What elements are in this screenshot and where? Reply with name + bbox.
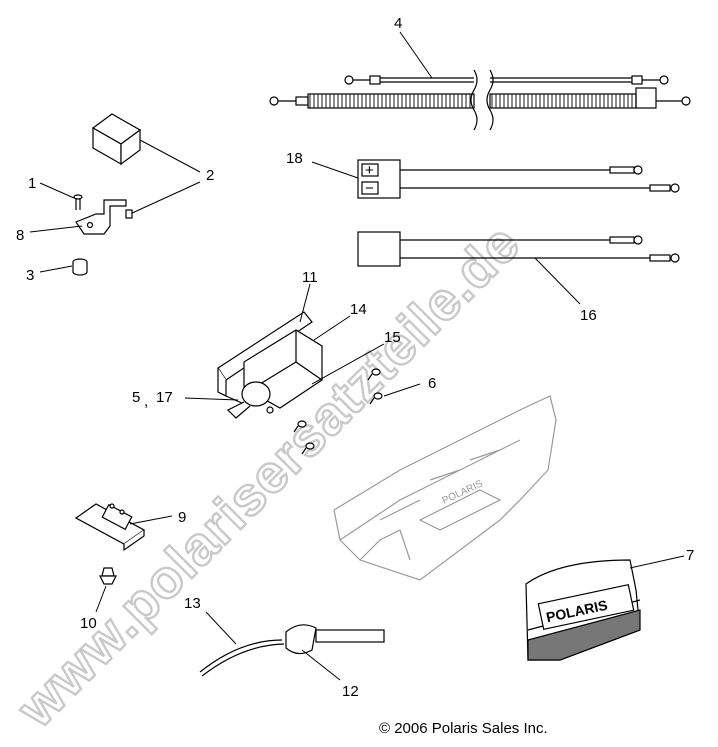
callout-14: 14 — [350, 301, 367, 318]
leader-8 — [29, 225, 83, 233]
leader-7 — [629, 555, 685, 569]
leader-10 — [95, 585, 107, 613]
part-1-screw — [73, 194, 83, 210]
front-bumper: POLARIS — [333, 395, 557, 581]
part-17-bulb — [226, 381, 274, 419]
leader-2a — [139, 139, 201, 173]
callout-numbers: 4 18 16 2 1 8 3 11 14 15 6 5 , 17 9 7 10… — [16, 15, 694, 700]
leader-1 — [39, 182, 75, 199]
callout-7: 7 — [686, 547, 694, 564]
connector-minus-mark: − — [365, 180, 374, 197]
part-15-screws — [293, 368, 383, 455]
callout-10: 10 — [80, 615, 97, 632]
callout-5: 5 — [132, 389, 140, 406]
callout-6: 6 — [428, 375, 436, 392]
callout-2: 2 — [206, 167, 214, 184]
part-2-relay — [91, 113, 142, 166]
leader-9 — [129, 515, 173, 525]
copyright-notice: © 2006 Polaris Sales Inc. — [379, 720, 548, 737]
callout-8: 8 — [16, 227, 24, 244]
part-12-clamp — [285, 624, 385, 655]
part-10-clip — [99, 567, 117, 585]
part-4-battery-cables — [269, 69, 691, 131]
callout-15: 15 — [384, 329, 401, 346]
leader-18 — [311, 161, 359, 179]
leader-2b — [129, 181, 201, 215]
leader-15 — [311, 343, 385, 385]
leader-17 — [184, 397, 239, 401]
part-13-wire — [199, 639, 285, 677]
callout-17: 17 — [156, 389, 173, 406]
leader-14 — [313, 315, 351, 341]
leader-11 — [299, 283, 311, 323]
connector-plus-mark: + — [365, 162, 374, 179]
leader-6 — [383, 383, 421, 397]
callout-11: 11 — [302, 269, 318, 286]
leader-4 — [399, 31, 433, 79]
callout-9: 9 — [178, 509, 186, 526]
callout-16: 16 — [580, 307, 597, 324]
callout-1: 1 — [28, 175, 36, 192]
part-7-plate: POLARIS — [525, 559, 641, 661]
callout-12: 12 — [342, 683, 359, 700]
part-9-switch — [74, 503, 146, 552]
callout-13: 13 — [184, 595, 201, 612]
leader-3 — [39, 265, 73, 273]
callout-3: 3 — [26, 267, 34, 284]
leader-12 — [301, 649, 341, 681]
callout-18: 18 — [286, 150, 303, 167]
leader-16 — [534, 257, 581, 305]
part-16-harness — [357, 231, 680, 267]
part-8-bracket — [75, 199, 133, 235]
callout-5-separator: , — [144, 393, 148, 410]
part-18-harness — [357, 159, 680, 199]
callout-4: 4 — [394, 15, 402, 32]
leader-13 — [205, 611, 237, 645]
part-3-bushing — [72, 258, 88, 276]
